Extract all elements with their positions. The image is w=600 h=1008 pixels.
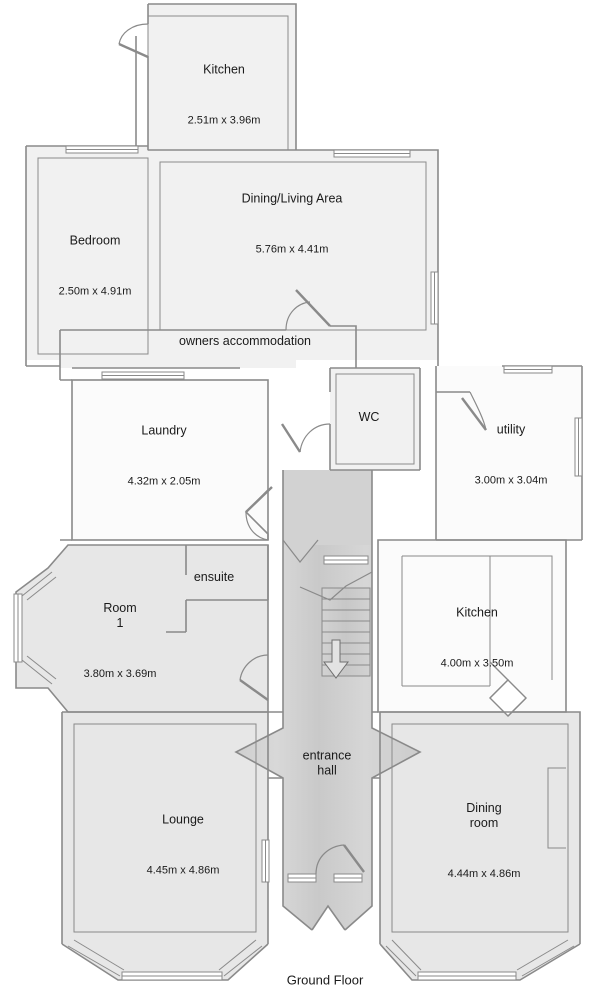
wall-kitchen-lower-counter: [401, 555, 491, 687]
staircase-down: [299, 571, 373, 679]
hall-connector-fill: [283, 470, 372, 545]
wall-dining-recess: [547, 767, 566, 849]
wall-laundry-left-ext: [60, 379, 72, 541]
laundry-fill: [72, 380, 268, 540]
door-wc-leaf: [280, 423, 302, 453]
door-laundry-leaf: [245, 486, 273, 513]
utility-fill: [436, 366, 582, 540]
wall-kitchen-upper: [148, 3, 297, 150]
window-dining-top: [333, 149, 411, 158]
door-wc-arc: [299, 423, 331, 453]
window-bedroom-top: [65, 145, 139, 154]
wall-laundry: [71, 379, 269, 541]
wall-wc-inner: [335, 373, 415, 465]
wall-ensuite: [166, 545, 268, 633]
door-room1-arc: [239, 654, 269, 681]
door-laundry-arc: [245, 511, 269, 541]
wall-kitchen-counter2: [490, 555, 553, 680]
ensuite-fill: [186, 545, 268, 600]
wall-dining-room-inner: [391, 723, 569, 933]
front-door: [287, 844, 365, 883]
bay-window-lounge: [67, 939, 263, 981]
entrance-hall-fill: [236, 540, 420, 930]
wall-bedroom-inner: [37, 157, 149, 355]
wall-dining-inner: [159, 161, 427, 331]
bay-window-room1: [13, 571, 57, 685]
window-lounge-right: [261, 839, 270, 883]
owners-accommodation-fill: [60, 330, 296, 368]
bedroom-fill: [26, 146, 148, 360]
kitchen-lower-fill: [378, 540, 566, 712]
floor-plan-caption: Ground Floor: [286, 972, 364, 988]
dining-room-fill: [380, 712, 580, 980]
door-room1-leaf: [239, 679, 269, 701]
wall-owners-right: [330, 325, 357, 368]
wall-wc: [329, 367, 421, 471]
window-utility-right: [574, 417, 583, 477]
door-utility-leaf: [461, 397, 487, 431]
walls: [13, 3, 583, 981]
window-laundry-top: [101, 371, 185, 380]
kitchen-upper-fill: [148, 4, 296, 150]
stair-landing-window: [323, 555, 369, 565]
door-kitchen-top: [118, 23, 149, 45]
window-dining-right: [430, 271, 439, 325]
wc-fill: [330, 368, 420, 470]
hall-upper-notch: [283, 540, 318, 562]
wall-hall-right: [344, 470, 422, 931]
bay-window-dining: [385, 939, 575, 981]
lounge-fill: [62, 712, 268, 980]
door-owners-leaf: [295, 289, 331, 327]
door-kitchen-double: [489, 661, 527, 717]
wall-hall-notch: [282, 539, 319, 563]
wall-lounge-inner: [73, 723, 257, 933]
window-utility-top: [503, 365, 553, 374]
wall-hall-bottom: [311, 904, 346, 931]
dining-living-fill: [148, 150, 438, 360]
wall-hall: [234, 470, 313, 931]
door-kitchen-top-leaf: [118, 42, 149, 59]
room-fills: [16, 4, 582, 980]
